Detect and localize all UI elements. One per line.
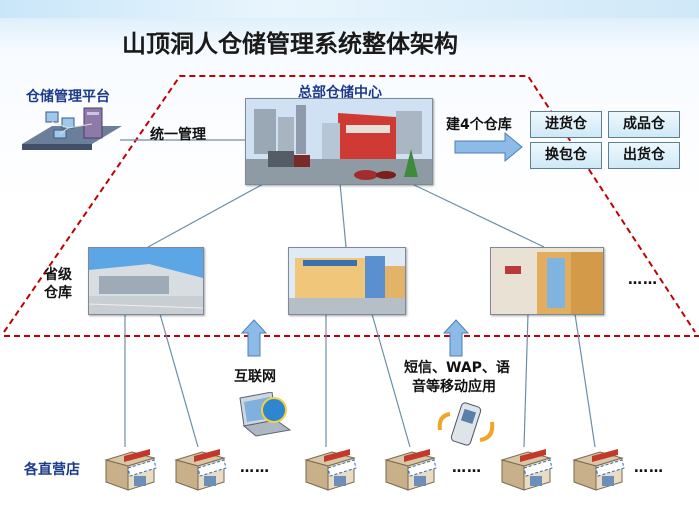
page-title: 山顶洞人仓储管理系统整体架构	[122, 30, 458, 58]
mobile-label: 短信、WAP、语 音等移动应用	[404, 360, 510, 395]
stores-ellipsis-3: ……	[634, 460, 664, 476]
internet-up-arrow	[240, 319, 268, 357]
mobile-up-arrow	[442, 319, 470, 357]
store-icon	[102, 446, 158, 492]
stores-ellipsis-2: ……	[452, 460, 482, 476]
hq-label: 总部仓储中心	[298, 85, 382, 101]
store-icon	[172, 446, 228, 492]
hq-dashed-boundary	[3, 75, 696, 333]
platform-label: 仓储管理平台	[26, 89, 110, 105]
stores-label: 各直营店	[24, 462, 80, 478]
store-icon	[498, 446, 554, 492]
province-label: 省级 仓库	[44, 267, 72, 301]
province-ellipsis: ……	[628, 272, 658, 288]
build-arrow	[454, 131, 523, 163]
province-warehouse-2-image	[288, 247, 406, 315]
stores-ellipsis-1: ……	[240, 460, 270, 476]
warehouse-inbound: 进货仓	[530, 111, 602, 138]
store-icon	[570, 446, 626, 492]
warehouse-outbound: 出货仓	[608, 142, 680, 169]
store-icon	[302, 446, 358, 492]
hq-warehouse-image	[245, 98, 433, 185]
build-warehouses-label: 建4个仓库	[446, 117, 512, 133]
warehouse-repack: 换包仓	[530, 142, 602, 169]
unified-management-label: 统一管理	[150, 127, 206, 143]
warehouse-finished: 成品仓	[608, 111, 680, 138]
province-warehouse-3-image	[490, 247, 604, 315]
internet-label: 互联网	[234, 369, 276, 385]
laptop-globe-icon	[239, 392, 292, 437]
header-band	[0, 0, 699, 50]
platform-icon	[22, 107, 122, 150]
mobile-phone-icon	[437, 402, 495, 446]
store-icon	[382, 446, 438, 492]
province-warehouse-1-image	[88, 247, 204, 315]
